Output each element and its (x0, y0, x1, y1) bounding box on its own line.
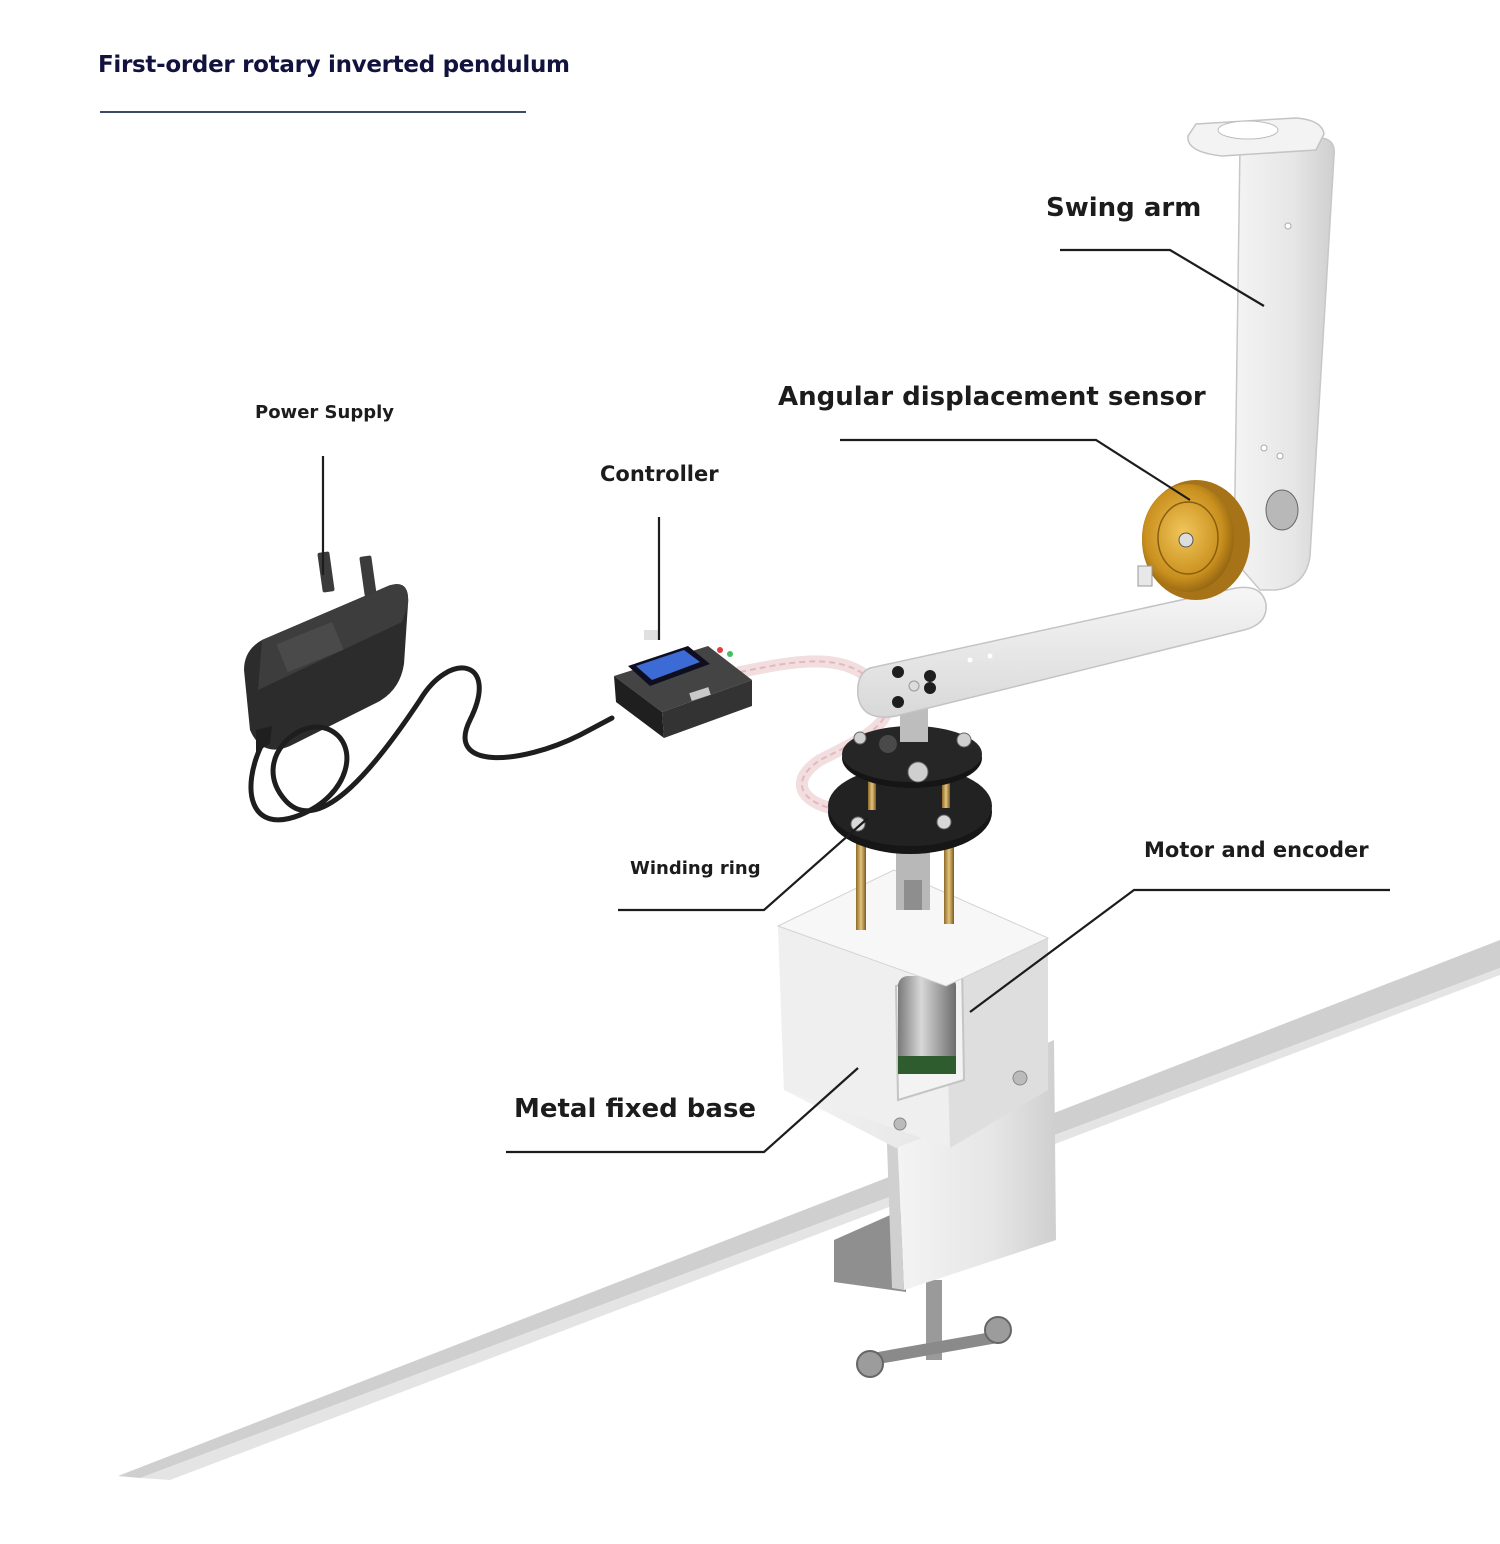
label-winding-ring: Winding ring (630, 858, 761, 879)
power-cable (248, 665, 615, 823)
table-edge (118, 940, 1500, 1480)
label-power-supply: Power Supply (255, 402, 394, 423)
title-underline (100, 111, 526, 113)
swing-arm (857, 117, 1335, 718)
leader-angular-sensor (840, 438, 1191, 501)
leader-winding-ring (618, 817, 869, 912)
label-motor-encoder: Motor and encoder (1144, 838, 1369, 862)
winding-ring (828, 708, 992, 930)
metal-base (776, 869, 1056, 1378)
controller-board (614, 630, 894, 814)
leader-motor-encoder (969, 888, 1390, 1013)
leader-lines (321, 248, 1390, 1154)
leader-metal-base (506, 1067, 859, 1154)
label-swing-arm: Swing arm (1046, 193, 1202, 223)
leader-swing-arm (1060, 248, 1265, 307)
angular-sensor (1137, 480, 1299, 600)
label-controller: Controller (600, 462, 719, 486)
page-title: First-order rotary inverted pendulum (98, 52, 570, 78)
label-angular-sensor: Angular displacement sensor (778, 382, 1206, 412)
power-adapter (244, 551, 409, 752)
label-metal-base: Metal fixed base (514, 1094, 757, 1124)
